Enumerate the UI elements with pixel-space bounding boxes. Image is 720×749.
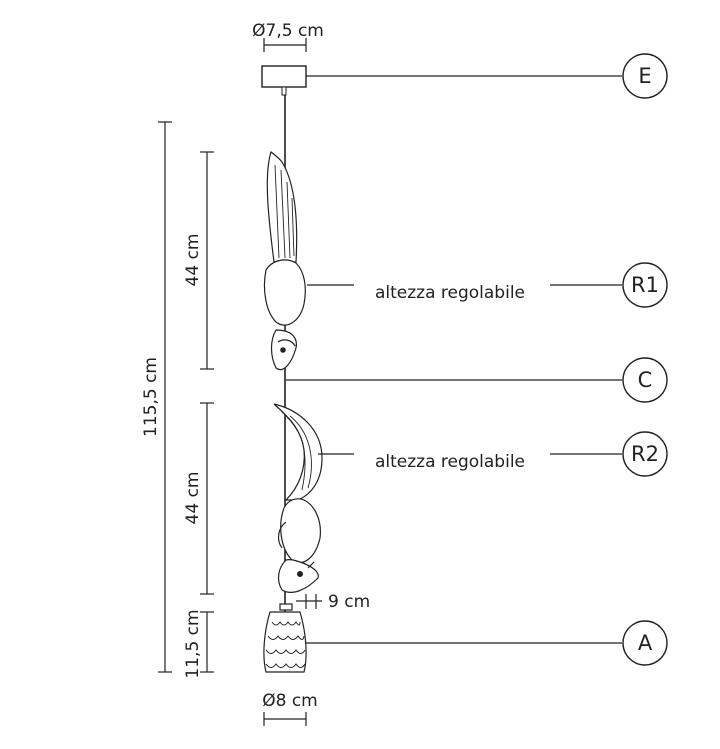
lower-section-dimension: 44 cm xyxy=(183,402,214,595)
r2-adjustable-note: altezza regolabile xyxy=(375,452,525,472)
callout-leaders xyxy=(286,75,622,644)
figure-depth-label: 9 cm xyxy=(328,592,370,612)
upper-squirrel-figure xyxy=(263,151,306,371)
callout-r1: R1 xyxy=(622,262,668,308)
shade-diameter-label: Ø8 cm xyxy=(262,691,318,711)
total-height-label: 115,5 cm xyxy=(141,357,161,437)
upper-section-label: 44 cm xyxy=(183,234,203,287)
upper-section-dimension: 44 cm xyxy=(183,151,214,370)
callout-a: A xyxy=(622,620,668,666)
canopy-diameter-label: Ø7,5 cm xyxy=(252,21,324,41)
callout-r2-label: R2 xyxy=(631,442,659,466)
lower-section-label: 44 cm xyxy=(183,472,203,525)
r1-adjustable-note: altezza regolabile xyxy=(375,283,525,303)
shade-diameter-dimension: Ø8 cm xyxy=(262,691,318,726)
shade-height-dimension: 11,5 cm xyxy=(183,609,214,679)
callout-r1-label: R1 xyxy=(631,273,659,297)
figure-depth-dimension: 9 cm xyxy=(296,592,370,612)
total-height-dimension: 115,5 cm xyxy=(141,121,172,673)
callout-e-label: E xyxy=(638,64,651,88)
canopy-diameter-dimension: Ø7,5 cm xyxy=(252,21,324,52)
callout-e: E xyxy=(622,53,668,99)
canopy xyxy=(261,65,307,96)
callout-a-label: A xyxy=(638,631,653,655)
lower-squirrel-figure xyxy=(273,403,323,593)
callout-c-label: C xyxy=(638,368,653,392)
callout-c: C xyxy=(622,357,668,403)
pinecone-shade xyxy=(263,603,307,673)
callout-r2: R2 xyxy=(622,431,668,477)
shade-height-label: 11,5 cm xyxy=(183,609,203,678)
